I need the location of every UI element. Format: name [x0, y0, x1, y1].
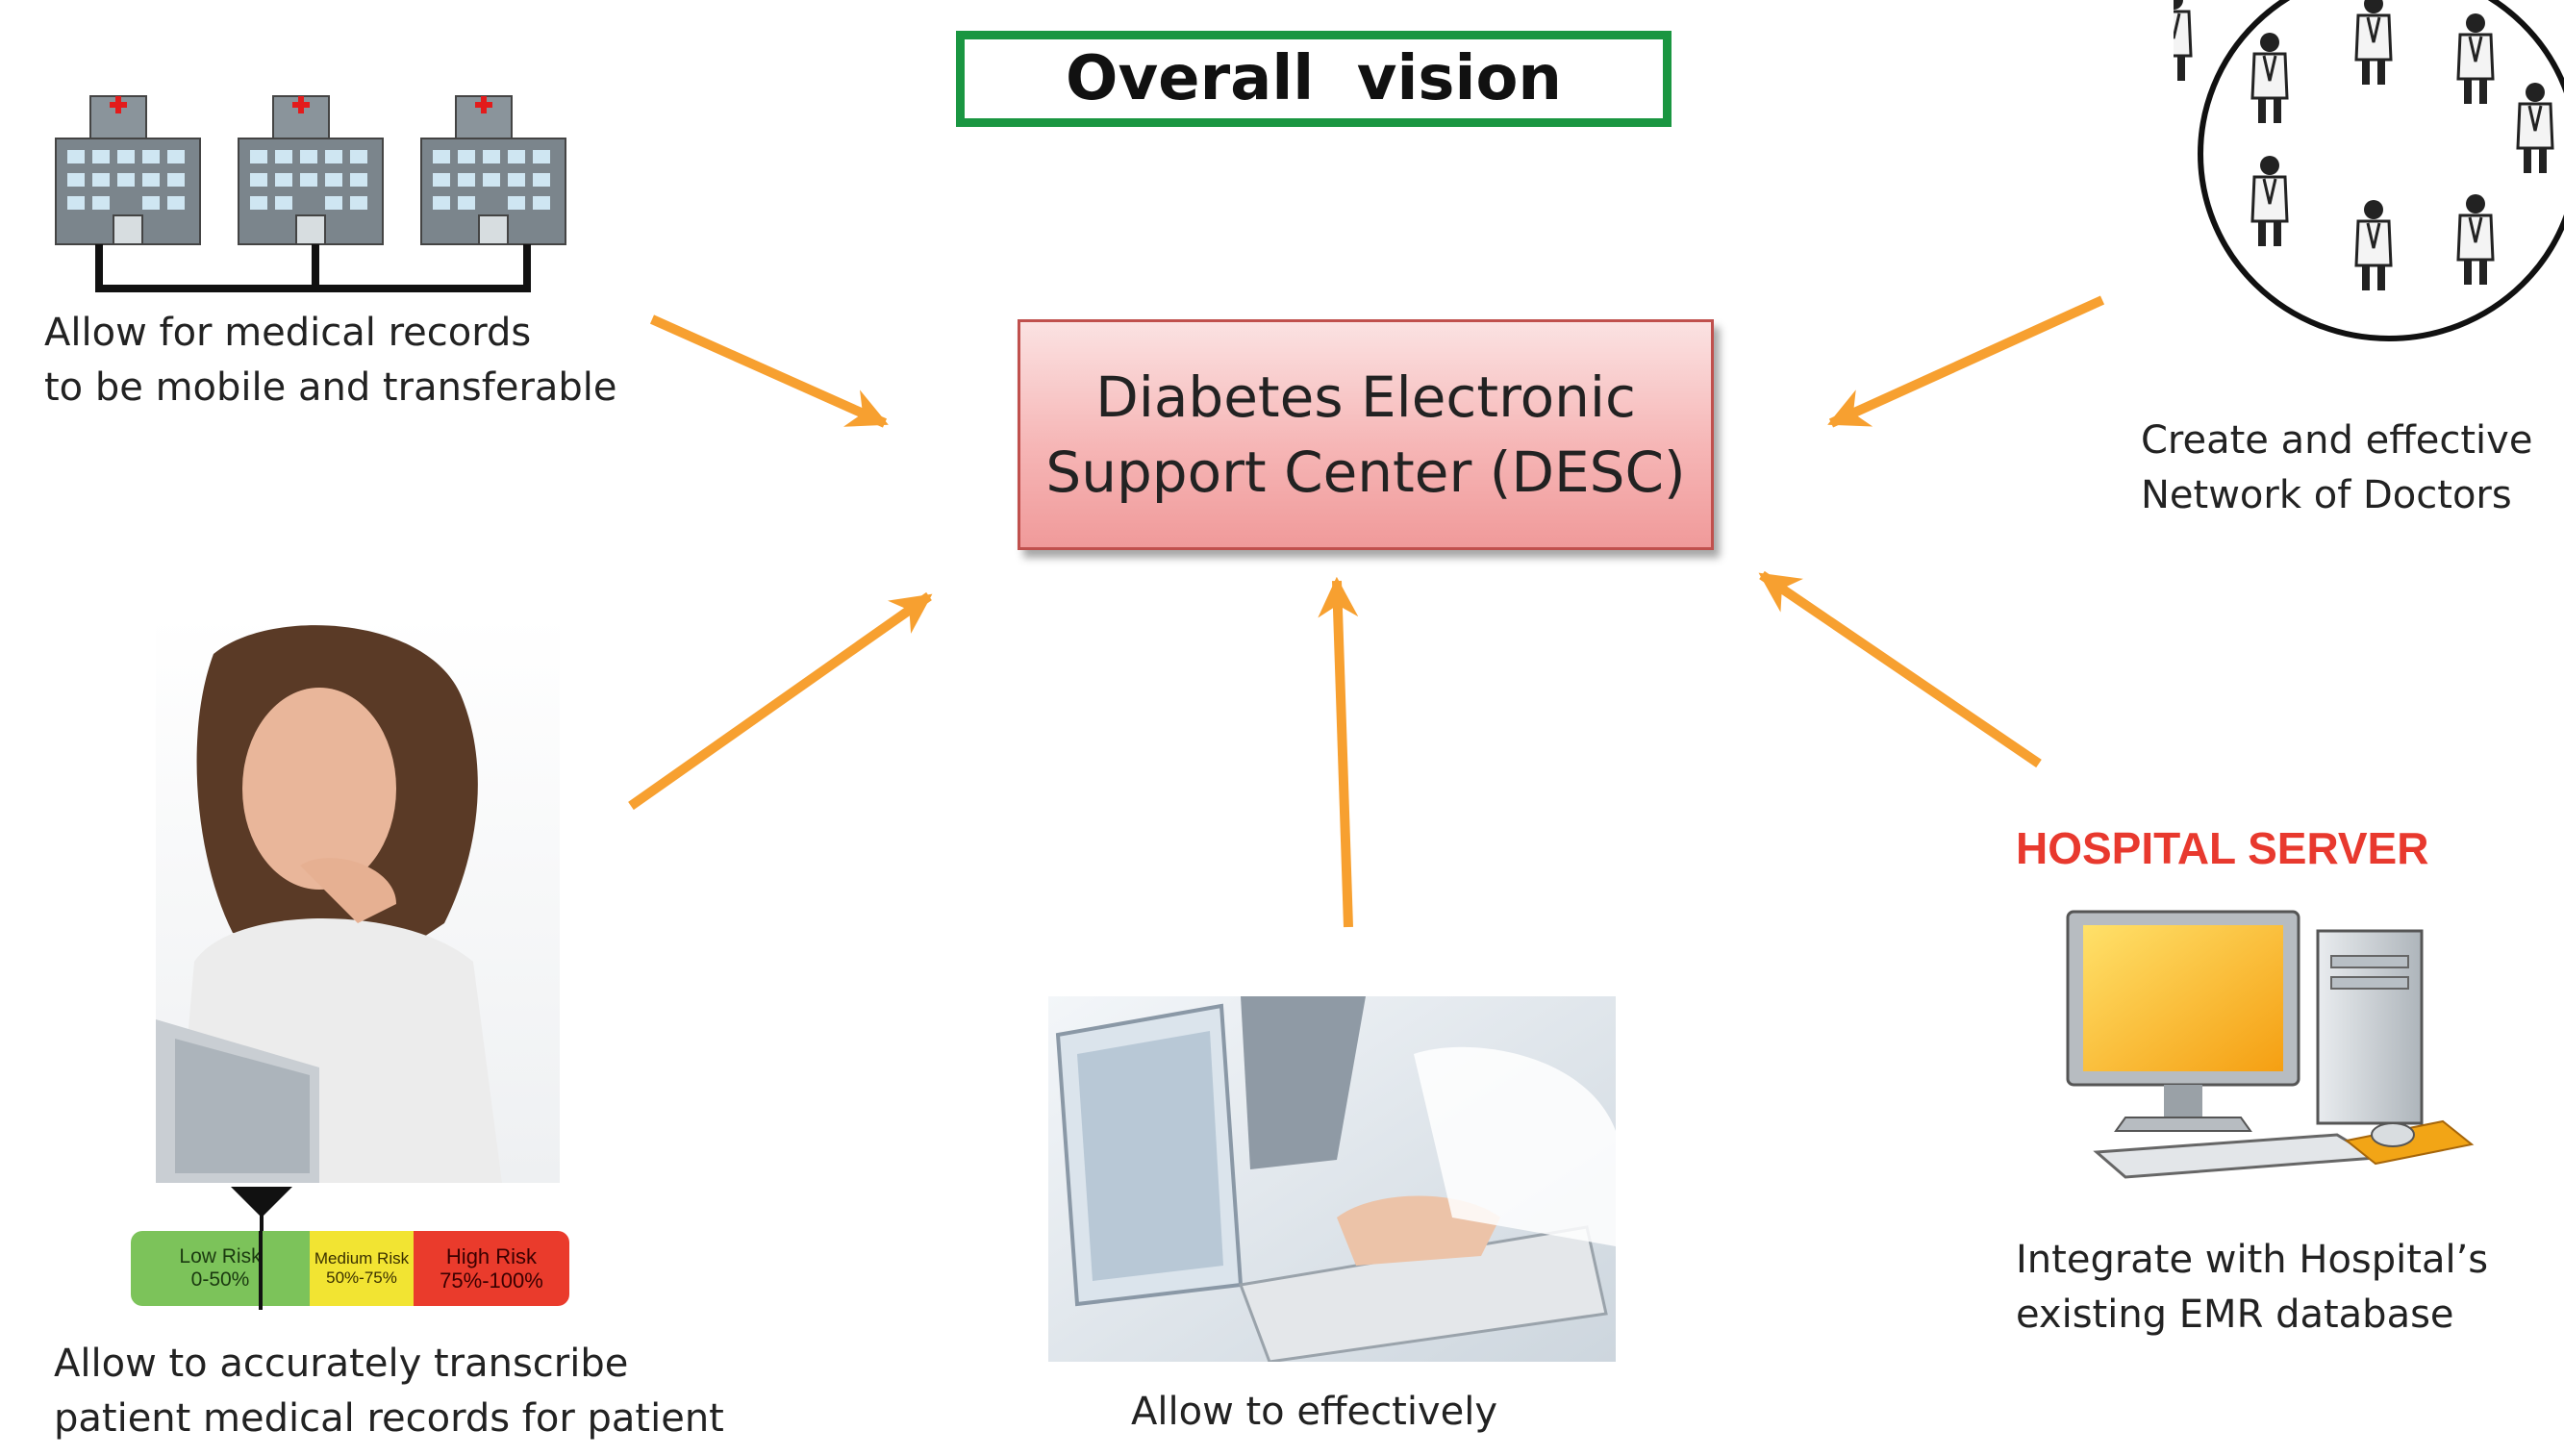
hospital-icon	[238, 95, 384, 245]
server-caption: Integrate with Hospital’s existing EMR d…	[2016, 1233, 2488, 1343]
hospitals-network-image	[55, 95, 566, 292]
hospital-server-label: HOSPITAL SERVER	[2016, 823, 2429, 873]
arrow-from-effective	[1318, 576, 1359, 928]
computer-server-icon	[2066, 910, 2475, 1179]
transcribe-caption-line-1: Allow to accurately transcribe	[54, 1342, 629, 1386]
doctor-icon	[2174, 0, 2193, 81]
risk-high-range: 75%-100%	[440, 1268, 543, 1293]
doctors-caption: Create and effective Network of Doctors	[2141, 414, 2532, 523]
transcribe-caption: Allow to accurately transcribe patient m…	[54, 1337, 724, 1446]
server-caption-line-2: existing EMR database	[2016, 1293, 2454, 1337]
effective-caption: Allow to effectively	[1131, 1385, 1497, 1440]
risk-segment-medium: Medium Risk 50%-75%	[310, 1231, 414, 1306]
arrow-from-server	[1758, 570, 2042, 768]
doctors-network-image	[2174, 0, 2564, 341]
risk-medium-range: 50%-75%	[326, 1268, 397, 1287]
risk-segment-low: Low Risk 0-50%	[131, 1231, 310, 1306]
effective-caption-line-1: Allow to effectively	[1131, 1390, 1497, 1434]
center-line-2: Support Center (DESC)	[1045, 439, 1686, 505]
hospital-icon	[55, 95, 201, 245]
diagram-title: Overall vision	[956, 31, 1672, 127]
center-line-1: Diabetes Electronic	[1095, 364, 1636, 430]
risk-low-range: 0-50%	[190, 1268, 250, 1291]
risk-pointer-line	[259, 1231, 263, 1310]
doctors-caption-line-1: Create and effective	[2141, 418, 2533, 463]
transcribe-caption-line-2: patient medical records for patient	[54, 1396, 724, 1441]
risk-segment-high: High Risk 75%-100%	[414, 1231, 569, 1306]
risk-high-label: High Risk	[445, 1243, 538, 1268]
typing-photo	[1048, 996, 1616, 1362]
hospital-icon	[420, 95, 566, 245]
risk-medium-label: Medium Risk	[314, 1249, 410, 1268]
desc-center-node: Diabetes Electronic Support Center (DESC…	[1018, 319, 1714, 550]
server-caption-line-1: Integrate with Hospital’s	[2016, 1238, 2489, 1282]
risk-scale: Low Risk 0-50% Medium Risk 50%-75% High …	[131, 1231, 569, 1306]
records-caption-line-1: Allow for medical records	[44, 311, 532, 355]
diagram-title-text: Overall vision	[1066, 43, 1562, 114]
arrow-from-doctors	[1827, 295, 2105, 428]
arrow-from-records	[649, 314, 889, 428]
patient-photo	[156, 615, 560, 1183]
arrow-from-transcribe	[628, 591, 933, 811]
records-caption-line-2: to be mobile and transferable	[44, 365, 617, 410]
risk-low-label: Low Risk	[179, 1244, 262, 1268]
doctors-caption-line-2: Network of Doctors	[2141, 473, 2512, 517]
records-caption: Allow for medical records to be mobile a…	[44, 306, 617, 415]
